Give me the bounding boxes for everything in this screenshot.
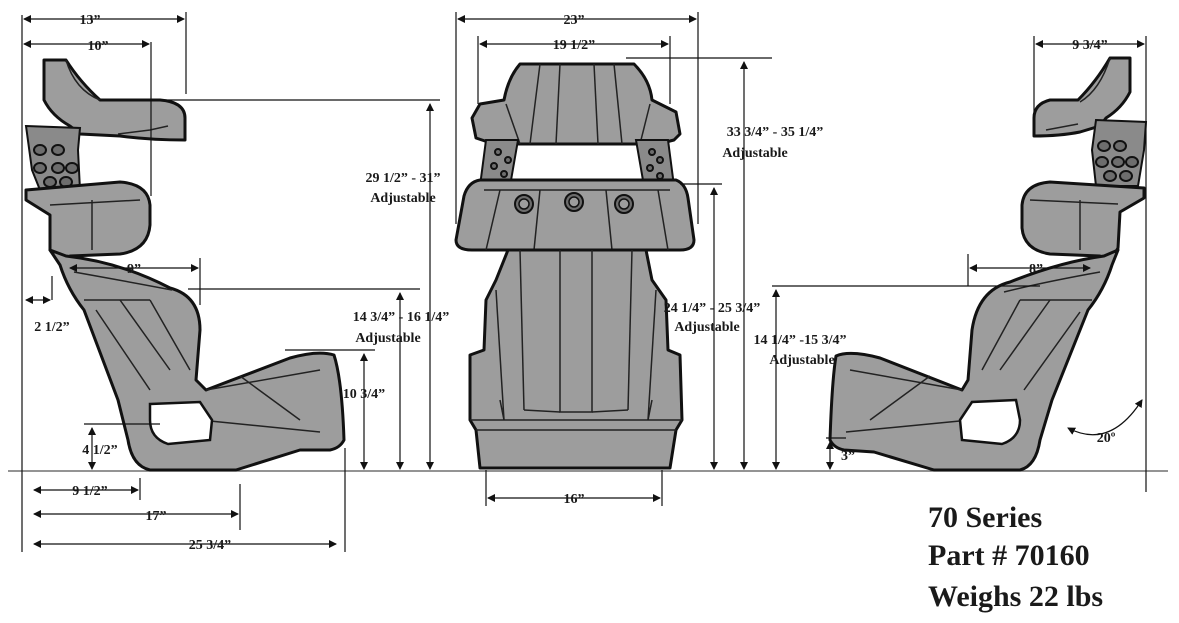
label-hip-width-left: 9” <box>127 262 141 277</box>
label-headrest-width-left: 10” <box>88 39 109 54</box>
label-seat-height-left: 10 3/4” <box>343 387 385 402</box>
label-head-width-front: 19 1/2” <box>553 38 595 53</box>
label-shoulder-height-note-left: Adjustable <box>355 331 420 346</box>
seat-side-view-right <box>828 56 1148 472</box>
dimension-lines <box>21 12 1147 552</box>
label-shoulder-height-right: 14 1/4” -15 3/4” <box>754 333 847 348</box>
label-bottom-b-left: 17” <box>146 509 167 524</box>
label-head-height-left: 29 1/2” - 31” <box>365 171 440 186</box>
label-mid-height-note-front: Adjustable <box>674 320 739 335</box>
label-hole-height-left: 4 1/2” <box>82 443 117 458</box>
part-number: Part # 70160 <box>928 539 1090 572</box>
label-top-width-left: 13” <box>80 13 101 28</box>
series-title: 70 Series <box>928 501 1042 534</box>
label-back-offset-left: 2 1/2” <box>34 320 69 335</box>
label-head-height-note-left: Adjustable <box>370 191 435 206</box>
label-overall-width-front: 23” <box>564 13 585 28</box>
seat-side-view-left <box>24 58 346 472</box>
product-info: 70 Series Part # 70160 Weighs 22 lbs <box>928 501 1103 613</box>
label-bottom-a-left: 9 1/2” <box>72 484 107 499</box>
label-bottom-c-left: 25 3/4” <box>189 538 231 553</box>
label-base-height-right: 3” <box>841 449 855 464</box>
label-angle-right: 20º <box>1097 431 1116 446</box>
weight-text: Weighs 22 lbs <box>928 580 1103 613</box>
label-total-height-note-front: Adjustable <box>722 146 787 161</box>
dimension-labels: 13” 10” 9” 2 1/2” 29 1/2” - 31” Adjustab… <box>34 13 1115 553</box>
label-shoulder-height-note-right: Adjustable <box>769 353 834 368</box>
label-shoulder-height-left: 14 3/4” - 16 1/4” <box>353 310 449 325</box>
label-base-width-front: 16” <box>564 492 585 507</box>
label-total-height-front: 33 3/4” - 35 1/4” <box>727 125 823 140</box>
seat-front-view <box>454 62 696 470</box>
label-top-width-right: 9 3/4” <box>1072 38 1107 53</box>
label-hip-width-right: 8” <box>1029 262 1043 277</box>
label-mid-height-front: 24 1/4” - 25 3/4” <box>664 301 760 316</box>
